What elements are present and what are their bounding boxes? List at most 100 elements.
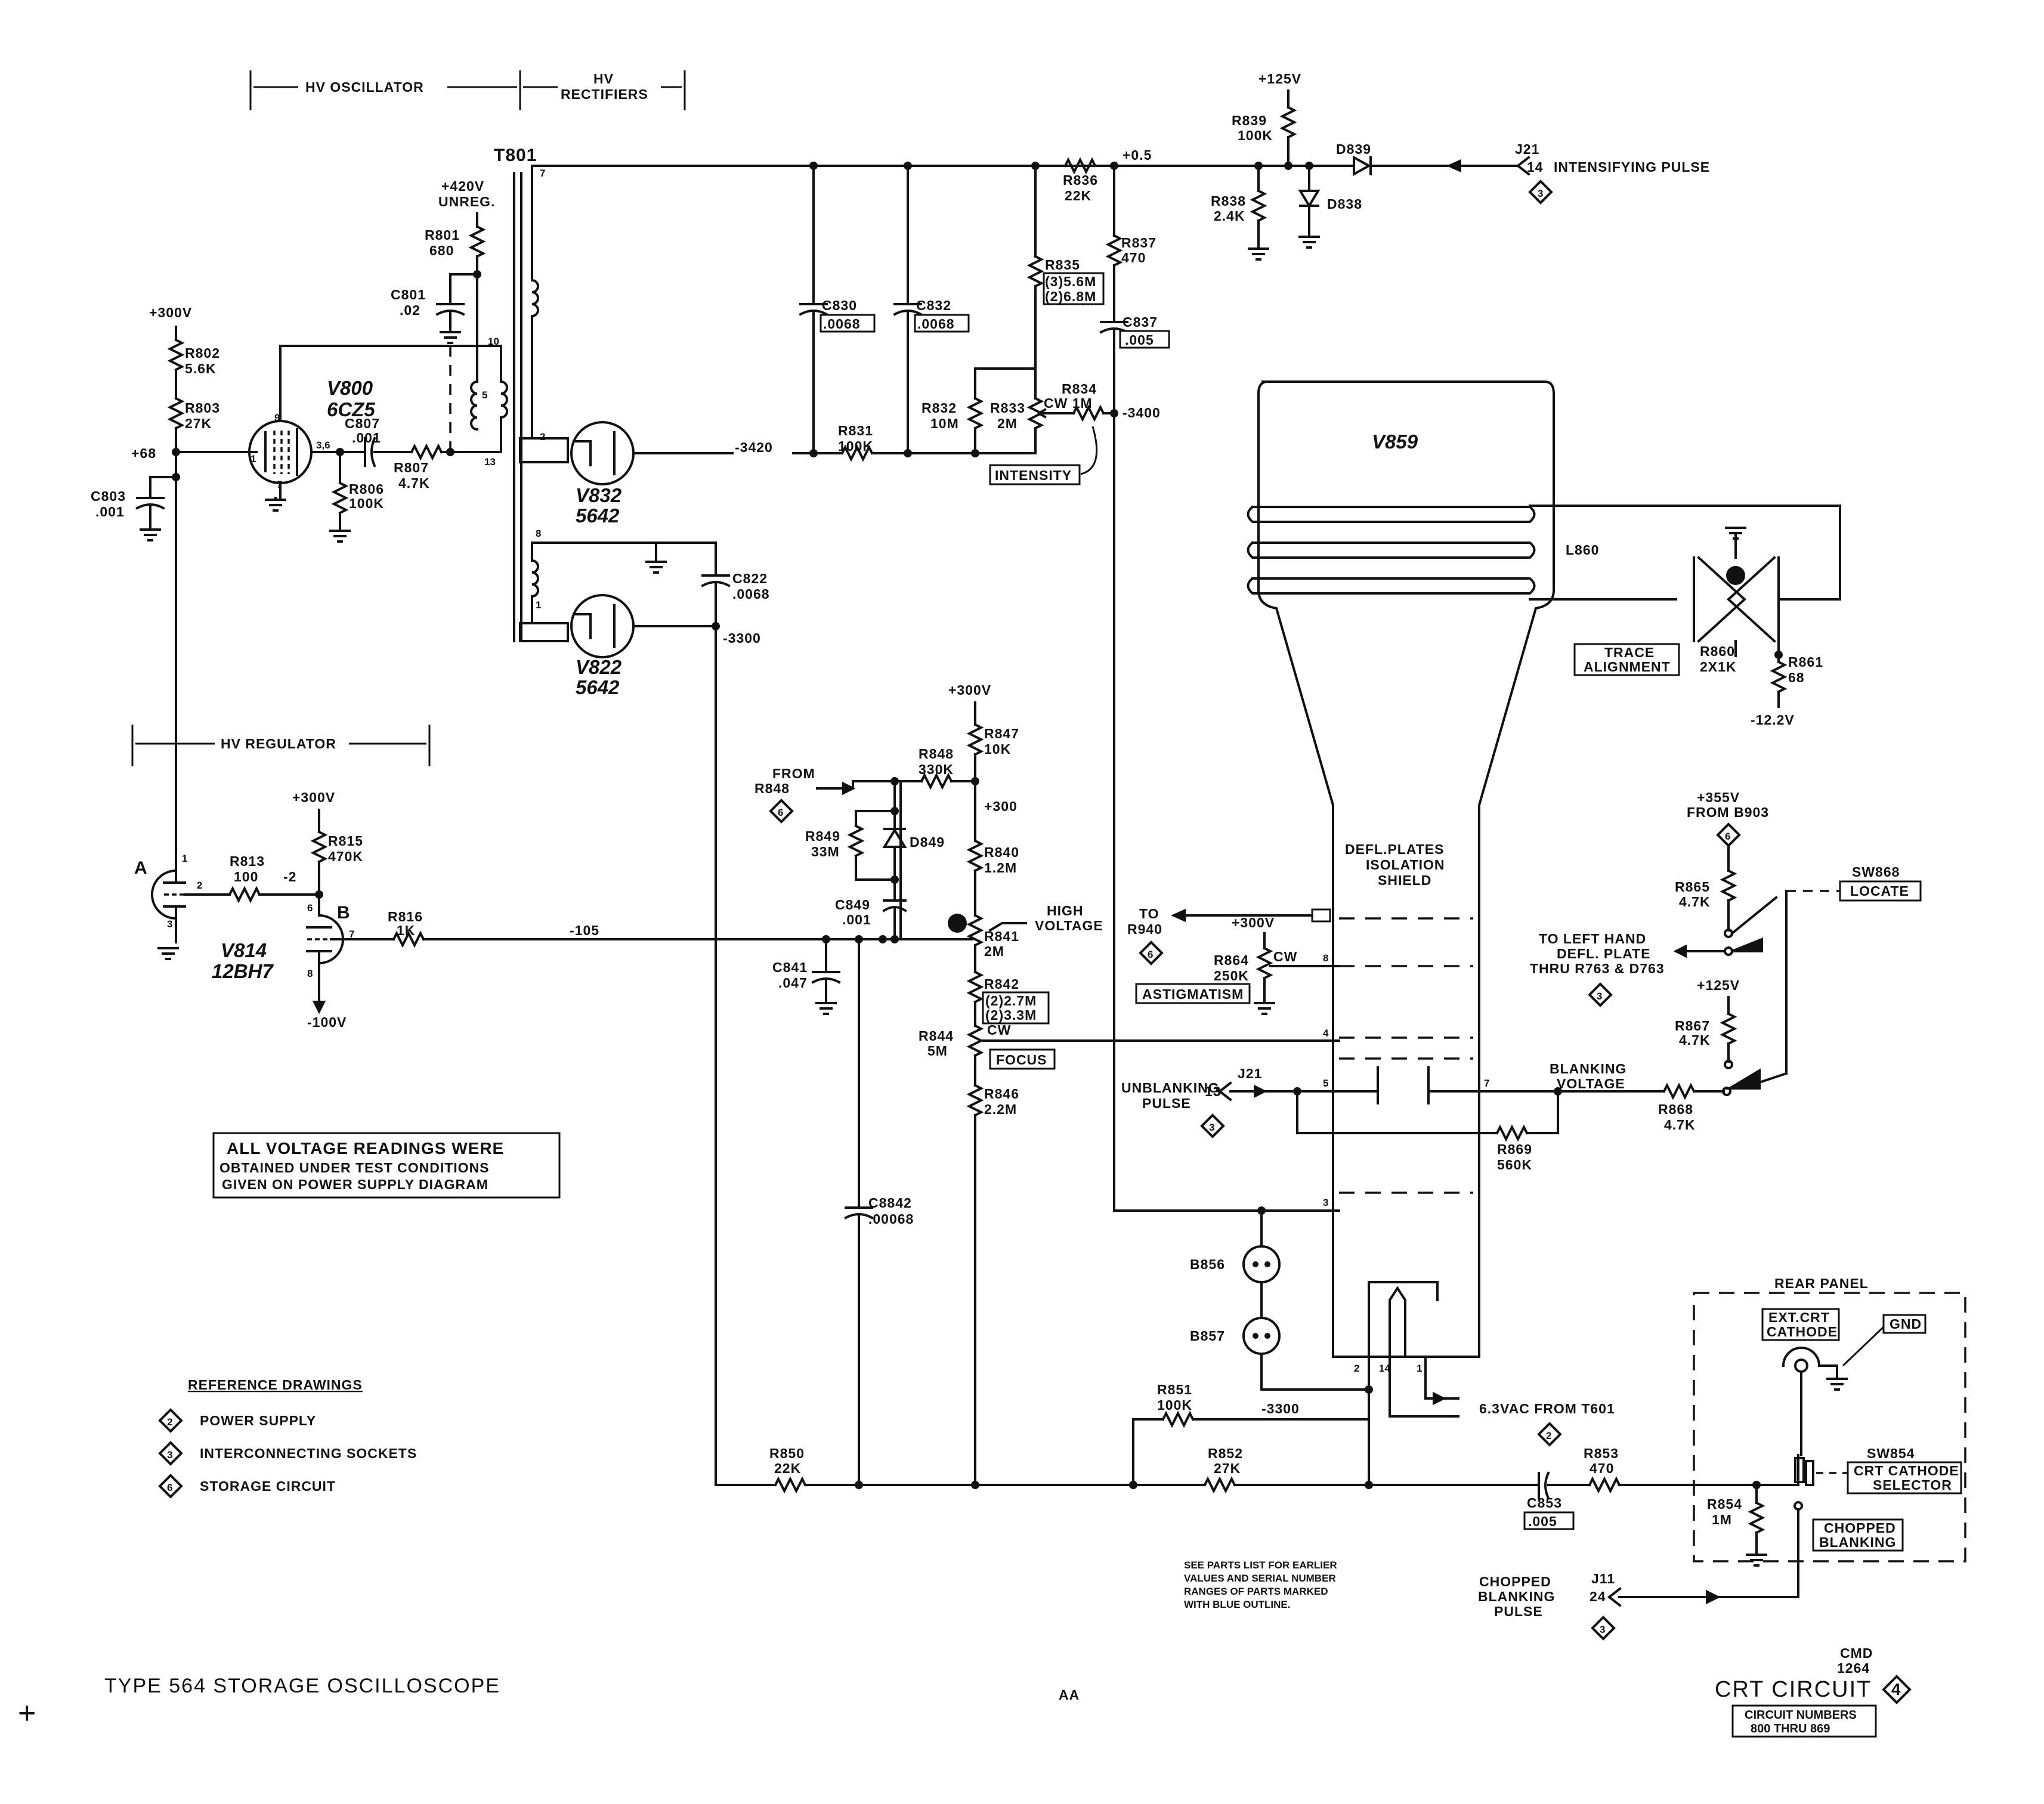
sw868-label: SW868 (1852, 864, 1900, 880)
r865-value: 4.7K (1679, 894, 1711, 909)
r852-label: R852 (1208, 1446, 1243, 1461)
focus-label: FOCUS (996, 1052, 1047, 1067)
reference-drawings-title: REFERENCE DRAWINGS (188, 1377, 363, 1393)
v800-type: 6CZ5 (327, 398, 375, 420)
v814-pin-7: 7 (349, 929, 354, 940)
j21-top-pin: 14 (1527, 159, 1544, 175)
v859-name: V859 (1372, 431, 1418, 453)
supply-minus100: -100V (307, 1014, 347, 1030)
r835-value-box (1043, 272, 1105, 305)
hv-rectifiers-section: V832 5642 -3420 R831 100K C830 .0068 C83… (519, 147, 1492, 1486)
supply-plus420-2: UNREG. (438, 194, 495, 209)
d849-label: D849 (910, 834, 945, 850)
r847-value: 10K (984, 741, 1011, 757)
ref-num-3: 6 (167, 1482, 172, 1493)
r854-label: R854 (1707, 1496, 1742, 1512)
r868-label: R868 (1658, 1101, 1693, 1117)
sw854-label: SW854 (1867, 1446, 1915, 1461)
crt-cathode-selector[interactable] (1847, 1461, 1962, 1494)
hv-rectifiers-label-2: RECTIFIERS (561, 86, 648, 102)
r849-label: R849 (805, 828, 840, 844)
c832-label: C832 (916, 298, 951, 313)
r860-label: R860 (1700, 643, 1735, 659)
v814-pin-1: 1 (182, 853, 187, 864)
supply-plus300-a: +300V (149, 305, 192, 320)
v814-pin-2: 2 (197, 880, 202, 891)
ext-crt-2: CATHODE (1767, 1324, 1838, 1339)
v822-type: 5642 (576, 676, 620, 698)
diamond-6-b: 6 (1148, 949, 1153, 960)
crt-pin-2: 2 (1354, 1363, 1359, 1374)
c830-label: C830 (822, 298, 857, 313)
crt-cathode-selector-2: SELECTOR (1873, 1477, 1952, 1493)
astigmatism-label: ASTIGMATISM (1142, 986, 1244, 1002)
heater-label: 6.3VAC FROM T601 (1479, 1401, 1615, 1416)
j11-label: J11 (1591, 1571, 1615, 1586)
c830-value: .0068 (823, 316, 861, 332)
t801-label: T801 (494, 146, 537, 165)
r840-value: 1.2M (984, 860, 1017, 875)
r846-label: R846 (984, 1086, 1019, 1101)
left-plate-3: THRU R763 & D763 (1530, 961, 1665, 976)
l860-label: L860 (1566, 542, 1599, 558)
crt-pin-5: 5 (1323, 1078, 1328, 1089)
crt-pin-8: 8 (1323, 952, 1328, 964)
left-plate-1: TO LEFT HAND (1539, 931, 1646, 946)
hv-regulator-label: HV REGULATOR (221, 736, 336, 751)
v832-name: V832 (576, 484, 622, 506)
r842-value-box (982, 991, 1050, 1025)
r802-label: R802 (185, 345, 220, 361)
node-n105: -105 (570, 923, 599, 938)
locate-label: LOCATE (1850, 883, 1909, 899)
r842-label: R842 (984, 976, 1019, 992)
v814-name: V814 (221, 939, 267, 961)
circuit-numbers-box (1731, 1704, 1877, 1738)
diagram-title: CRT CIRCUIT (1715, 1677, 1872, 1702)
supply-plus125-top: +125V (1258, 71, 1301, 86)
supply-plus300-d: +300V (1232, 915, 1275, 930)
intensity-control[interactable] (989, 464, 1081, 485)
voltage-note-box (212, 1132, 561, 1199)
r850-label: R850 (769, 1446, 805, 1461)
node-plus68: +68 (131, 445, 156, 461)
trace-alignment-control[interactable] (1573, 643, 1680, 676)
r851-value: 100K (1157, 1397, 1192, 1413)
r850-value: 22K (774, 1460, 801, 1476)
focus-control[interactable] (989, 1048, 1056, 1070)
v800-pin-1: 1 (251, 453, 256, 465)
ref-label-2: INTERCONNECTING SOCKETS (200, 1446, 417, 1461)
r813-value: 100 (234, 869, 258, 884)
d839-label: D839 (1336, 141, 1371, 157)
v814-type: 12BH7 (212, 960, 274, 982)
hv-oscillator-section: +300V R802 5.6K R803 27K +68 C803 .001 1… (91, 146, 545, 872)
v822-name: V822 (576, 656, 622, 678)
diamond-3-d: 3 (1600, 1624, 1605, 1635)
node-p300: +300 (984, 799, 1018, 814)
crt-pin-1: 1 (1417, 1363, 1422, 1374)
r853-label: R853 (1584, 1446, 1619, 1461)
c849-value: .001 (842, 912, 871, 927)
r831-label: R831 (838, 423, 873, 438)
notes-section: ALL VOLTAGE READINGS WERE OBTAINED UNDER… (18, 1132, 1912, 1738)
r867-value: 4.7K (1679, 1032, 1711, 1048)
r868-value: 4.7K (1664, 1117, 1696, 1132)
cathode-section: 3 B856 B857 6.3VAC FROM T601 2 R851 100K… (715, 1197, 1799, 1567)
c822-label: C822 (732, 571, 768, 586)
r838-label: R838 (1211, 193, 1246, 209)
rear-panel-section: REAR PANEL EXT.CRT CATHODE GND SW854 CRT… (1478, 1276, 1966, 1641)
ext-crt-cathode-jack[interactable] (1794, 1359, 1808, 1373)
r815-label: R815 (328, 833, 363, 849)
c803-label: C803 (91, 488, 126, 504)
r848-label: R848 (919, 746, 954, 762)
intensifying-pulse-label: INTENSIFYING PULSE (1554, 159, 1710, 175)
j21-mid-pin: 13 (1205, 1084, 1222, 1099)
astigmatism-control[interactable] (1135, 983, 1251, 1004)
chopped-pulse-1: CHOPPED (1479, 1574, 1551, 1589)
trace-alignment-2: ALIGNMENT (1584, 659, 1671, 674)
r842-value-1: (2)2.7M (985, 993, 1037, 1008)
hv-oscillator-span: HV OSCILLATOR (249, 70, 521, 110)
node-n2: -2 (283, 869, 296, 884)
r864-label: R864 (1214, 952, 1249, 968)
center-mark: AA (1059, 1687, 1080, 1703)
